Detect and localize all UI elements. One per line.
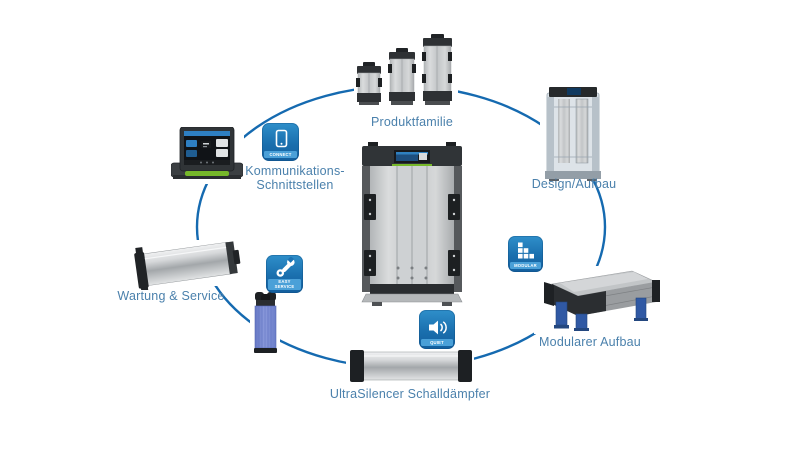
easy-service-badge-label: EASY SERVICE (268, 279, 301, 290)
speaker-icon (428, 320, 447, 335)
connect-badge-label: CONNECT (264, 151, 297, 158)
modular-badge-label: MODULAR (510, 262, 541, 269)
smartphone-icon (275, 129, 287, 148)
label-kommunikation-line1: Kommunikations- (245, 164, 345, 178)
modular-blocks-icon (517, 242, 534, 259)
connect-badge: CONNECT (262, 123, 299, 161)
product-family-image (356, 34, 452, 105)
service-cartridge-image (134, 241, 241, 290)
label-wartung-service: Wartung & Service (117, 289, 225, 303)
controller-display-image (171, 127, 243, 179)
quiet-badge-label: QUIET (421, 339, 453, 346)
label-ultrasilencer: UltraSilencer Schalldämpfer (329, 387, 491, 401)
design-aufbau-product-image (545, 87, 601, 181)
silencer-product-image (350, 350, 472, 382)
wrench-icon (276, 256, 295, 277)
easy-service-badge: EASY SERVICE (266, 255, 303, 293)
label-kommunikation: Kommunikations- Schnittstellen (245, 164, 345, 192)
quiet-badge: QUIET (419, 310, 455, 349)
label-kommunikation-line2: Schnittstellen (256, 178, 334, 192)
label-design-aufbau: Design/Aufbau (531, 177, 617, 191)
filter-element-image (254, 292, 277, 353)
modular-aufbau-product-image (544, 270, 660, 331)
label-produktfamilie: Produktfamilie (371, 115, 453, 129)
modular-badge: MODULAR (508, 236, 543, 272)
label-modularer-aufbau: Modularer Aufbau (539, 335, 641, 349)
central-dryer-product-image (361, 142, 463, 306)
